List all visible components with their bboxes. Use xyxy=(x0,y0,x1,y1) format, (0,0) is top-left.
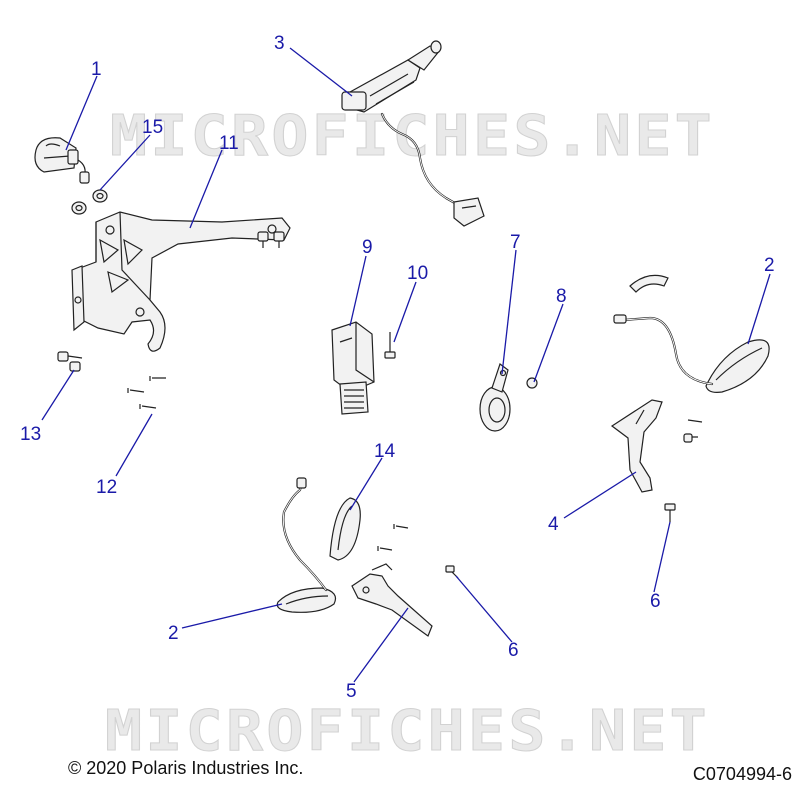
callout-7: 7 xyxy=(510,232,521,253)
callout-2-right: 2 xyxy=(764,255,775,276)
callout-13: 13 xyxy=(20,424,41,445)
lamp-bracket-right-part xyxy=(610,399,703,493)
nut-part xyxy=(71,189,108,215)
switch-module-part xyxy=(34,137,90,184)
drawing-number: C0704994-6 xyxy=(692,764,792,784)
nut-13-part xyxy=(57,351,83,372)
turn-signal-lamp-right-part xyxy=(613,274,770,393)
screw-10-part xyxy=(384,332,396,359)
callout-6-left: 6 xyxy=(508,640,519,661)
screw-12-part xyxy=(127,376,166,409)
mounting-bracket-part xyxy=(71,211,291,352)
lamp-bracket-left-part xyxy=(351,563,433,637)
screws-center-part xyxy=(377,524,409,551)
callout-6-right: 6 xyxy=(650,591,661,612)
strap-14-part xyxy=(329,497,361,561)
callout-1: 1 xyxy=(91,59,102,80)
screw-6-right-part xyxy=(664,503,676,522)
watermark-top: MICROFICHES.NET xyxy=(110,104,715,169)
callout-10: 10 xyxy=(407,263,428,284)
callout-15: 15 xyxy=(142,117,163,138)
callout-9: 9 xyxy=(362,237,373,258)
turn-signal-switch-part xyxy=(341,40,485,227)
callout-3: 3 xyxy=(274,33,285,54)
bracket-bolts-part xyxy=(257,231,285,248)
copyright-text: © 2020 Polaris Industries Inc. xyxy=(68,758,304,778)
leader-lines xyxy=(41,47,771,683)
callout-11: 11 xyxy=(219,133,239,154)
relay-module-part xyxy=(331,321,375,415)
callout-14: 14 xyxy=(374,441,396,462)
callouts: 1 15 11 3 9 10 7 8 2 4 6 14 6 2 5 13 12 xyxy=(20,33,775,702)
callout-2-left: 2 xyxy=(168,623,179,644)
callout-8: 8 xyxy=(556,286,567,307)
turn-signal-lamp-left-part xyxy=(276,477,337,613)
callout-4: 4 xyxy=(548,514,559,535)
callout-12: 12 xyxy=(96,477,117,498)
horn-part xyxy=(479,363,511,432)
callout-5: 5 xyxy=(346,681,357,702)
watermark-bottom: MICROFICHES.NET xyxy=(105,699,710,764)
